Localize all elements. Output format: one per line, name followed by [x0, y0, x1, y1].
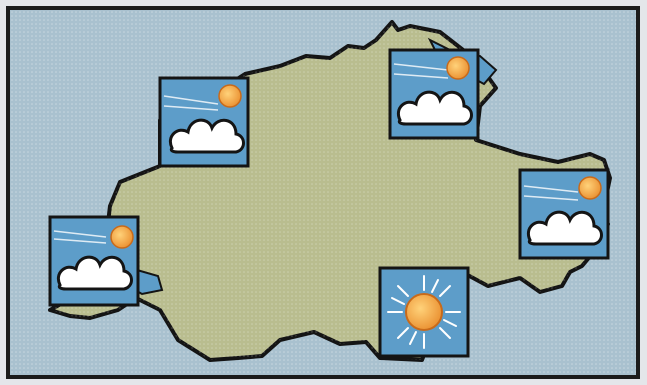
weather-tile-south — [378, 266, 470, 358]
cloud-icon — [169, 118, 245, 154]
cloud-icon — [397, 90, 473, 126]
sun-rays-icon — [387, 275, 461, 349]
weather-tile-west — [48, 215, 140, 307]
weather-tile-east — [518, 168, 610, 260]
weather-tile-north-west — [158, 76, 250, 168]
cloud-icon — [57, 255, 133, 291]
sun-icon — [578, 176, 602, 200]
sun-icon — [405, 293, 443, 331]
sun-icon — [110, 225, 134, 249]
weather-tile-north-east — [388, 48, 480, 140]
cloud-icon — [527, 210, 603, 246]
weather-map — [6, 6, 640, 379]
sun-icon — [218, 84, 242, 108]
sun-icon — [446, 56, 470, 80]
